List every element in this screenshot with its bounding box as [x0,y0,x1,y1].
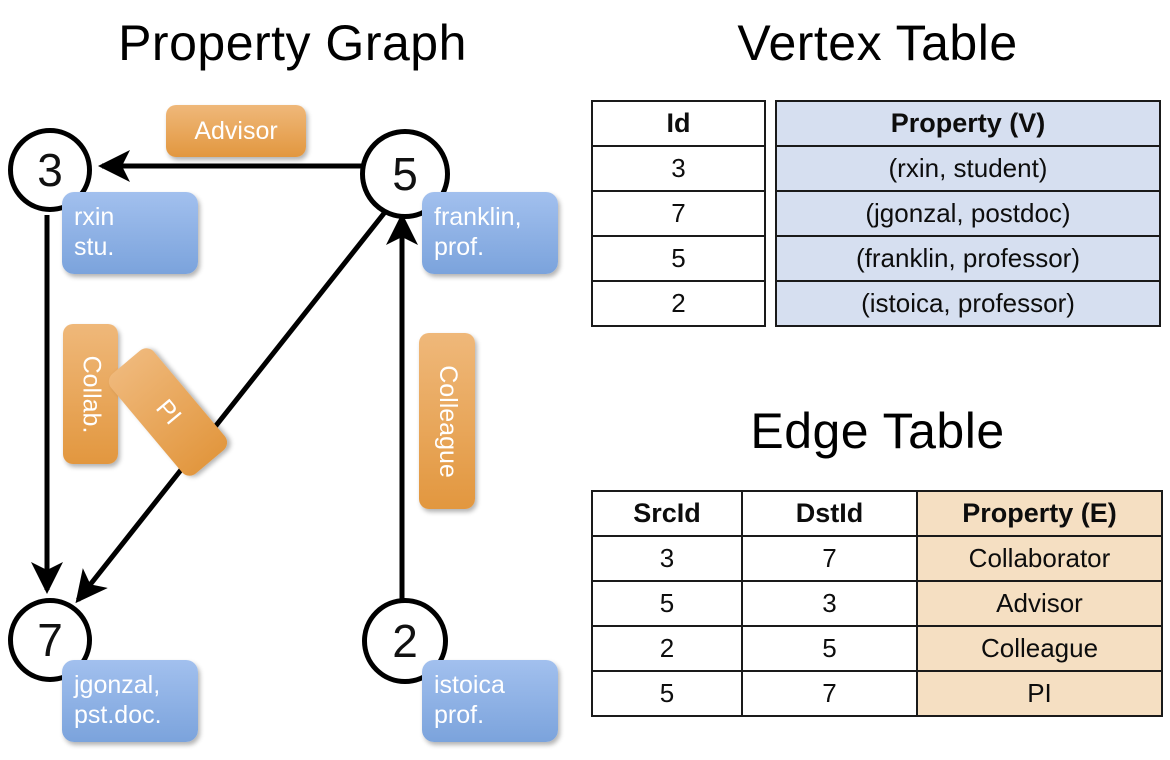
edge-table-header-srcid: SrcId [591,490,743,537]
vertex-row-3-property: (istoica, professor) [775,280,1161,327]
edge-row-1-property: Advisor [916,580,1163,627]
graph-node-3-label: 3 [37,144,63,196]
edge-row-2-property: Colleague [916,625,1163,672]
graph-node-5[interactable]: 5 [360,129,450,219]
table-row: (franklin, professor) [775,235,1161,282]
edge-row-1-dst: 3 [741,580,918,627]
table-row: 2 [591,280,766,327]
edge-label-advisor-text: Advisor [194,116,278,145]
vertex-row-1-property: (jgonzal, postdoc) [775,190,1161,237]
table-row: (istoica, professor) [775,280,1161,327]
graph-node-3-property-line-2: stu. [74,233,115,261]
graph-node-3[interactable]: 3 [8,128,92,212]
vertex-table-title: Vertex Table [737,15,1018,71]
table-row: 2 5 Colleague [591,625,1163,672]
graph-node-2-property-line-1: istoica [434,671,505,699]
edge-row-0-src: 3 [591,535,743,582]
property-graph-diagram: 3 rxin stu. 5 franklin, prof. 7 jgonzal,… [0,85,585,760]
edge-label-collab: Collab. [63,324,118,464]
graph-node-3-property-line-1: rxin [74,203,115,231]
table-row: 7 [591,190,766,237]
table-row: 5 [591,235,766,282]
edge-row-2-src: 2 [591,625,743,672]
edge-line-5-to-7 [75,205,391,604]
vertex-row-0-id: 3 [591,145,766,192]
graph-node-5-label: 5 [392,148,418,200]
edge-table-header-dstid: DstId [741,490,918,537]
edge-label-colleague-text: Colleague [433,364,462,478]
table-row: 3 [591,145,766,192]
vertex-table-header-property: Property (V) [775,100,1161,147]
edge-row-1-src: 5 [591,580,743,627]
edge-label-colleague: Colleague [419,333,475,509]
graph-node-2-property-box: istoica prof. [422,660,558,742]
edge-label-advisor: Advisor [166,105,306,157]
graph-node-2-property-line-2: prof. [434,701,485,729]
edge-row-0-property: Collaborator [916,535,1163,582]
graph-node-3-property-box: rxin stu. [62,192,198,274]
edge-label-collab-text: Collab. [77,355,106,433]
table-row: (jgonzal, postdoc) [775,190,1161,237]
vertex-id-table: Id 3 7 5 2 [591,100,766,327]
table-header-row: SrcId DstId Property (E) [591,490,1163,537]
property-graph-title: Property Graph [118,15,467,71]
vertex-row-3-id: 2 [591,280,766,327]
edge-row-0-dst: 7 [741,535,918,582]
edge-table: SrcId DstId Property (E) 3 7 Collaborato… [591,490,1163,717]
graph-node-5-property-box: franklin, prof. [422,192,558,274]
graph-node-5-property-line-1: franklin, [434,203,522,231]
vertex-row-2-id: 5 [591,235,766,282]
vertex-table-header-id: Id [591,100,766,147]
graph-node-5-property-line-2: prof. [434,233,485,261]
vertex-row-0-property: (rxin, student) [775,145,1161,192]
graph-node-7-label: 7 [37,614,63,666]
edge-row-3-dst: 7 [741,670,918,717]
edge-row-2-dst: 5 [741,625,918,672]
vertex-property-table: Property (V) (rxin, student) (jgonzal, p… [775,100,1161,327]
table-row: 5 3 Advisor [591,580,1163,627]
table-header-row: Property (V) [775,100,1161,147]
edge-row-3-property: PI [916,670,1163,717]
vertex-row-1-id: 7 [591,190,766,237]
table-row: (rxin, student) [775,145,1161,192]
graph-node-2-label: 2 [392,615,418,667]
graph-node-7-property-line-2: pst.doc. [74,701,162,729]
table-row: 3 7 Collaborator [591,535,1163,582]
graph-node-7-property-line-1: jgonzal, [74,671,161,699]
edge-table-header-property: Property (E) [916,490,1163,537]
vertex-row-2-property: (franklin, professor) [775,235,1161,282]
table-row: 5 7 PI [591,670,1163,717]
table-header-row: Id [591,100,766,147]
edge-label-pi-text: PI [150,393,187,430]
graph-node-7-property-box: jgonzal, pst.doc. [62,660,198,742]
edge-row-3-src: 5 [591,670,743,717]
graph-edges-layer [31,150,418,604]
edge-table-title: Edge Table [750,403,1005,459]
